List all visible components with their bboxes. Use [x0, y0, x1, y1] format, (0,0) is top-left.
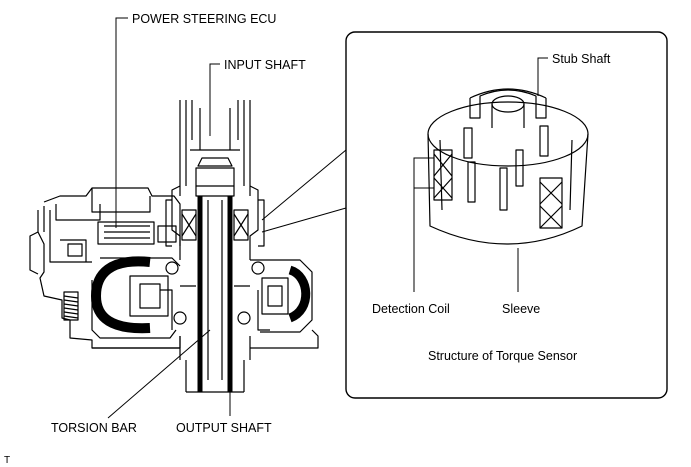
label-input-shaft: INPUT SHAFT [224, 58, 306, 72]
label-sleeve: Sleeve [502, 302, 540, 316]
inset-caption: Structure of Torque Sensor [428, 349, 577, 363]
torque-sensor-drawing [427, 88, 589, 245]
label-torsion-bar: TORSION BAR [51, 421, 137, 435]
inset-frame [345, 31, 668, 399]
steering-assembly-drawing [29, 100, 319, 393]
label-output-shaft: OUTPUT SHAFT [176, 421, 272, 435]
leader-lines-left [107, 17, 231, 419]
label-detection-coil: Detection Coil [372, 302, 450, 316]
label-stub-shaft: Stub Shaft [552, 52, 611, 66]
corner-mark: T [4, 455, 10, 466]
label-power-steering-ecu: POWER STEERING ECU [132, 12, 276, 26]
leader-lines-inset [413, 57, 548, 292]
callout-lines [261, 149, 347, 233]
